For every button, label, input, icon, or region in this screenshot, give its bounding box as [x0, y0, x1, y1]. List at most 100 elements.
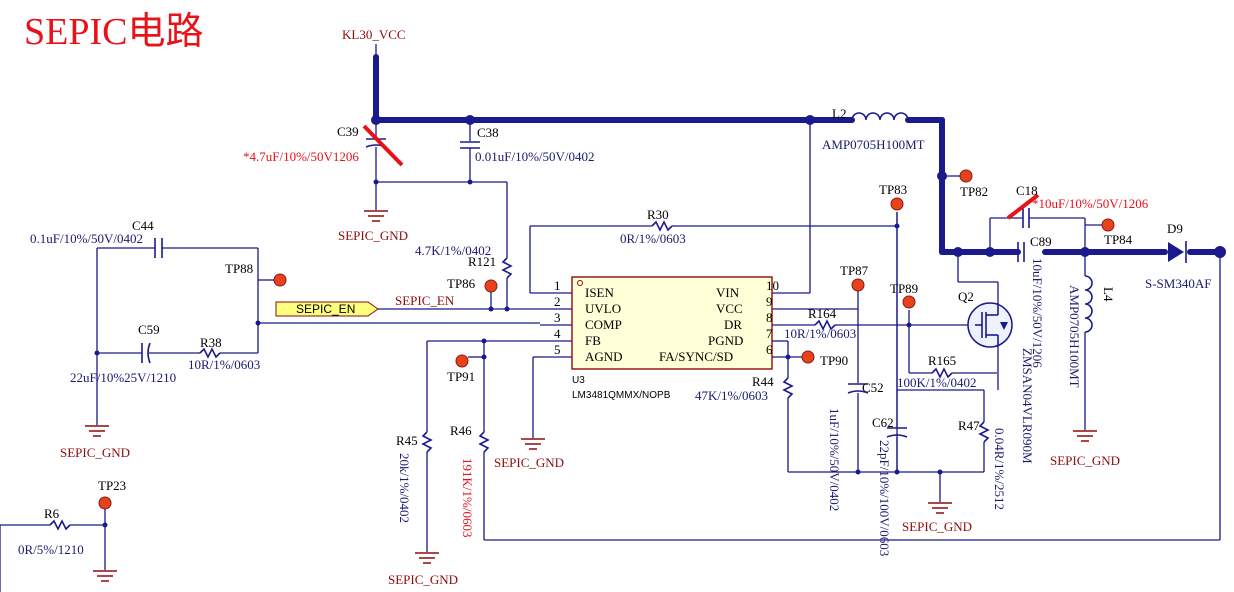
ic-u3-body [571, 276, 773, 370]
c44-ref: C44 [132, 218, 154, 233]
sepic-en-port [275, 301, 379, 317]
testpoint: TP88 [225, 261, 287, 287]
page-title: SEPIC电路 [24, 11, 203, 53]
svg-text:2: 2 [554, 294, 561, 309]
svg-text:COMP: COMP [585, 317, 622, 332]
svg-text:DR: DR [724, 317, 742, 332]
svg-text:TP23: TP23 [98, 478, 126, 493]
ground-symbol [85, 425, 109, 437]
c44-value: 0.1uF/10%/50V/0402 [30, 231, 143, 246]
c52-ref: C52 [862, 380, 884, 395]
ic-left-pins: 1 2 3 4 5 ISEN UVLO COMP FB AGND [530, 278, 623, 364]
r164-value: 10R/1%/0603 [784, 326, 856, 341]
svg-text:PGND: PGND [708, 333, 743, 348]
l2-ref: L2 [832, 106, 846, 121]
c38-ref: C38 [477, 125, 499, 140]
svg-text:1: 1 [554, 278, 561, 293]
c52-value: 1uF/10%/50V/0402 [827, 408, 842, 511]
testpoint: TP86 [447, 276, 498, 309]
testpoint: TP87 [840, 263, 869, 292]
svg-text:6: 6 [766, 342, 773, 357]
r46-ref: R46 [450, 423, 472, 438]
c59-ref: C59 [138, 322, 160, 337]
testpoint: TP91 [447, 354, 484, 384]
r121-value: 4.7K/1%/0402 [415, 243, 491, 258]
gnd-net-label: SEPIC_GND [902, 519, 972, 534]
ground-symbol [415, 552, 439, 564]
svg-text:TP91: TP91 [447, 369, 475, 384]
svg-text:TP88: TP88 [225, 261, 253, 276]
svg-text:TP82: TP82 [960, 184, 988, 199]
d9-value: S-SM340AF [1145, 276, 1211, 291]
r164-ref: R164 [808, 306, 837, 321]
testpoint: TP82 [942, 169, 988, 199]
c39-ref: C39 [337, 124, 359, 139]
diode-d9 [1168, 241, 1187, 263]
sepic-en-net-label: SEPIC_EN [395, 293, 455, 308]
r47-ref: R47 [958, 418, 980, 433]
gnd-net-label: SEPIC_GND [60, 445, 130, 460]
mosfet-q2 [967, 302, 1013, 348]
svg-text:AGND: AGND [585, 349, 623, 364]
r38-value: 10R/1%/0603 [188, 357, 260, 372]
c38-value: 0.01uF/10%/50V/0402 [475, 149, 595, 164]
c39-value: *4.7uF/10%/50V1206 [243, 149, 359, 164]
svg-text:TP83: TP83 [879, 182, 907, 197]
c18-value: *10uF/10%/50V/1206 [1032, 196, 1149, 211]
c59-value: 22uF/10%25V/1210 [70, 370, 176, 385]
r45-ref: R45 [396, 433, 418, 448]
ic-part: LM3481QMMX/NOPB [572, 390, 671, 401]
svg-text:TP89: TP89 [890, 281, 918, 296]
r121-ref: R121 [468, 254, 496, 269]
q2-value: ZMSAN04VLR090M [1020, 348, 1035, 464]
svg-text:9: 9 [766, 294, 773, 309]
power-rail [371, 54, 1226, 540]
c62-value: 22pF/10%/100V/0603 [877, 440, 892, 556]
cap-c39 [362, 120, 404, 182]
r165-value: 100K/1%/0402 [897, 375, 976, 390]
c18-ref: C18 [1016, 183, 1038, 198]
svg-text:FB: FB [585, 333, 601, 348]
c62-ref: C62 [872, 415, 894, 430]
gnd-net-label: SEPIC_GND [1050, 453, 1120, 468]
ic-right-pins: 10 9 8 7 6 VIN VCC DR PGND FA/SYNC/SD [659, 278, 858, 364]
svg-text:8: 8 [766, 310, 773, 325]
sepic-en-port-label: SEPIC_EN [296, 302, 355, 316]
testpoint: TP89 [890, 281, 918, 309]
r6-value: 0R/5%/1210 [18, 542, 84, 557]
testpoint: TP84 [1085, 218, 1133, 247]
r6-ref: R6 [44, 506, 60, 521]
svg-text:TP84: TP84 [1104, 232, 1133, 247]
d9-ref: D9 [1167, 221, 1183, 236]
cap-c38 [460, 120, 480, 182]
r46-value: 191K/1%/0603 [460, 458, 475, 537]
testpoint: TP23 [98, 478, 126, 510]
testpoint: TP83 [879, 182, 907, 211]
ground-symbol [1073, 430, 1097, 442]
r47-value: 0.04R/1%/2512 [992, 428, 1007, 510]
svg-text:TP90: TP90 [820, 353, 848, 368]
ic-ref: U3 [572, 375, 585, 386]
svg-text:7: 7 [766, 326, 773, 341]
r45-value: 20k/1%/0402 [397, 453, 412, 523]
svg-text:TP87: TP87 [840, 263, 869, 278]
svg-text:UVLO: UVLO [585, 301, 621, 316]
q2-ref: Q2 [958, 289, 974, 304]
testpoint: TP90 [801, 350, 848, 368]
r38-ref: R38 [200, 335, 222, 350]
r165-ref: R165 [928, 353, 956, 368]
l4-ref: L4 [1101, 287, 1116, 302]
svg-text:5: 5 [554, 342, 561, 357]
r44-ref: R44 [752, 374, 774, 389]
svg-text:3: 3 [554, 310, 561, 325]
svg-text:FA/SYNC/SD: FA/SYNC/SD [659, 349, 733, 364]
gnd-net-label: SEPIC_GND [388, 572, 458, 587]
ground-symbol [521, 438, 545, 450]
c89-ref: C89 [1030, 234, 1052, 249]
c89-value: 10uF/10%/50V/1206 [1030, 258, 1045, 368]
r30-value: 0R/1%/0603 [620, 231, 686, 246]
ground-symbol [928, 502, 952, 514]
gnd-net-label: SEPIC_GND [338, 228, 408, 243]
vin-net-label: KL30_VCC [342, 27, 406, 42]
